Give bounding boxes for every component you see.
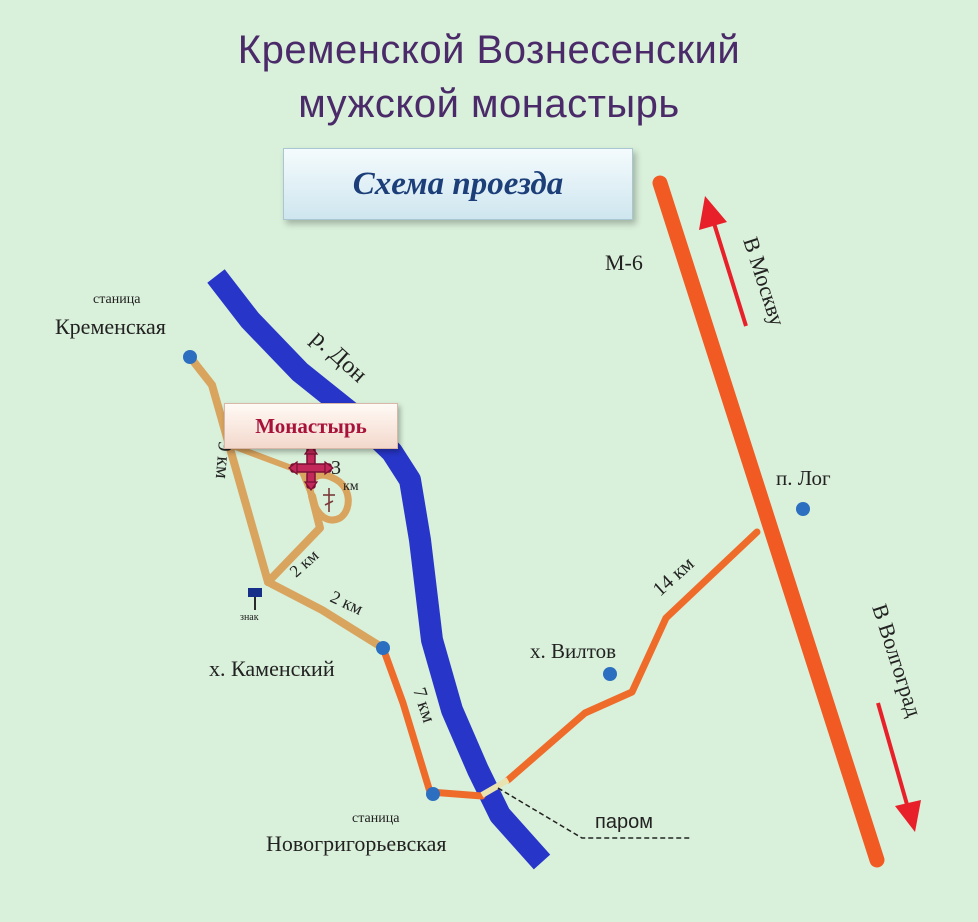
novogrigorievskaya-prefix: станица [352,811,400,826]
moscow-direction-label: В Москву [738,234,790,329]
page-title-line1: Кременской Вознесенский [237,28,741,72]
viltov-label: х. Вилтов [530,639,616,663]
monastery-label: Монастырь [255,413,367,438]
volgograd-direction-label: В Волгоград [867,601,927,720]
viltov-dot [603,667,617,681]
kamensky-dot [376,641,390,655]
arrow-to-volgograd [876,702,921,832]
novogrigorievskaya-dot [426,787,440,801]
distance-3: 3 [331,457,341,479]
road-kremenskaya-junction [186,353,272,586]
ferry-leader-line [497,787,690,839]
distance-3-unit: км [343,479,359,494]
sign-label: знак [240,612,259,623]
page-title-line2: мужской монастырь [298,82,680,126]
novogrigorievskaya-label: Новогригорьевская [266,831,446,856]
road-sign-icon [248,588,262,610]
monastery-callout: Монастырь [224,403,398,449]
arrow-to-moscow [699,196,748,327]
kremenskaya-dot [183,350,197,364]
kremenskaya-prefix: станица [93,292,141,307]
distance-2km-a: 2 км [286,545,323,581]
m6-highway [652,175,885,868]
scheme-banner: Схема проезда [283,148,633,220]
ferry-label: паром [595,811,653,833]
highway-label: М-6 [605,250,643,275]
road-junction-kamensky [264,578,387,652]
scheme-label: Схема проезда [352,165,564,202]
log-label: п. Лог [776,466,831,490]
ferry-crossing [480,777,510,798]
don-river [207,269,551,870]
road-ferry-log [504,528,761,784]
distance-7km: 7 км [408,685,439,725]
kremenskaya-label: Кременская [55,314,166,339]
kamensky-label: х. Каменский [209,656,335,681]
monastery-cross-icon [323,488,335,512]
log-dot [796,502,810,516]
road-kamensky-novogrigorievskaya [379,644,486,800]
orthodox-cross-icon [288,445,334,491]
